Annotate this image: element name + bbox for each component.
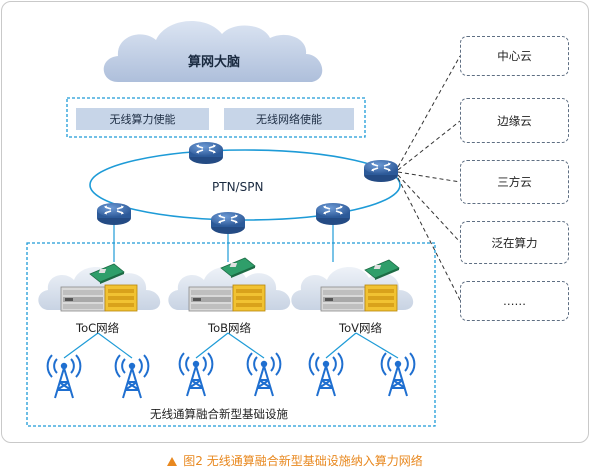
brain-cloud-shape [103, 21, 323, 82]
cloud-box-edge: 边缘云 [460, 98, 569, 143]
network-label-tob: ToB网络 [208, 321, 251, 335]
infrastructure-label: 无线通算融合新型基础设施 [150, 407, 288, 421]
antenna-tower-icon [178, 352, 214, 397]
cloud-box-third-party: 三方云 [460, 160, 569, 204]
tob-server-icon [188, 284, 266, 312]
capability-tag-network: 无线网络使能 [224, 108, 354, 130]
router-icon [96, 202, 132, 226]
router-icon [188, 141, 224, 165]
capability-tag-compute: 无线算力使能 [76, 108, 209, 130]
capability-box [66, 97, 366, 138]
tov-server-icon [320, 284, 398, 312]
router-icon [363, 159, 399, 183]
cloud-box-more: …… [460, 281, 569, 321]
antenna-tower-icon [380, 352, 416, 397]
tower-links [63, 332, 399, 359]
antenna-tower-icon [308, 352, 344, 397]
router-icon [210, 211, 246, 235]
cloud-links [397, 55, 461, 301]
toc-server-icon [60, 284, 138, 312]
antenna-tower-icon [246, 352, 282, 397]
triangle-icon [167, 457, 178, 466]
network-label-tov: ToV网络 [339, 321, 382, 335]
router-icon [315, 202, 351, 226]
antenna-tower-icon [114, 354, 150, 399]
figure-caption: 图2 无线通算融合新型基础设施纳入算力网络 [0, 452, 590, 469]
brain-label: 算网大脑 [188, 55, 241, 70]
network-label-toc: ToC网络 [76, 321, 120, 335]
cloud-box-central: 中心云 [460, 36, 569, 76]
tov-board-icon [364, 259, 400, 281]
ring-label: PTN/SPN [212, 180, 264, 194]
caption-text: 图2 无线通算融合新型基础设施纳入算力网络 [183, 454, 423, 468]
infrastructure-box [26, 242, 436, 427]
antenna-tower-icon [46, 354, 82, 399]
cloud-box-ubiquitous: 泛在算力 [460, 221, 569, 264]
